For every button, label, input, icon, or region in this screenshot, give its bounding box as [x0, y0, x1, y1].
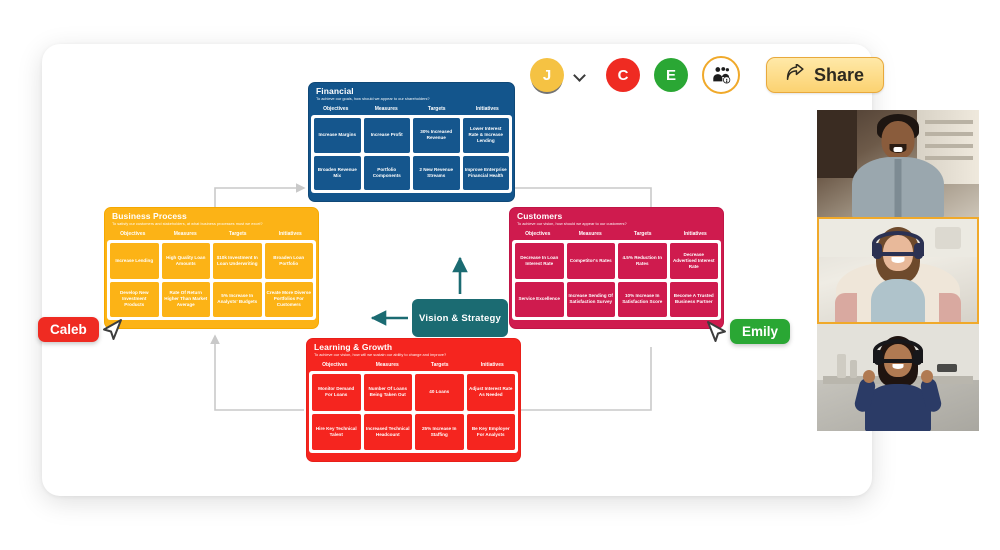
vision-strategy-node[interactable]: Vision & Strategy [412, 299, 508, 337]
cell[interactable]: Lower Interest Rate & Increase Lending [462, 118, 509, 153]
column-header-objectives: Objectives [107, 229, 159, 241]
collaboration-toolbar: J C E Share [530, 52, 885, 98]
panel-financial-header: Financial To achieve our goals, how shou… [309, 83, 514, 105]
cell[interactable]: Decrease Advertised Interest Rate [669, 243, 718, 279]
cell[interactable]: Increase Margins [314, 118, 361, 153]
cell[interactable]: Increase Profit [363, 118, 410, 153]
column-header-targets: Targets [617, 229, 669, 241]
panel-learning-growth-header: Learning & Growth To achieve our vision,… [307, 339, 520, 361]
avatar-c[interactable]: C [606, 58, 640, 92]
cursor-pointer-icon [706, 320, 728, 344]
avatar-j[interactable]: J [530, 58, 564, 92]
panel-business-process-header: Business Process To satisfy our customer… [105, 208, 318, 230]
cursor-caleb[interactable]: Caleb [38, 317, 123, 342]
cell[interactable]: Rate Of Return Higher Than Market Averag… [161, 281, 210, 318]
panel-customers-column-headers: Objectives Measures Targets Initiatives [510, 229, 723, 241]
column-header-measures: Measures [361, 104, 411, 116]
column-header-targets: Targets [212, 229, 264, 241]
panel-customers-subtitle: To achieve our vision, how should we app… [517, 221, 627, 227]
column-header-measures: Measures [361, 360, 413, 372]
cell[interactable]: Monitor Demand For Loans [312, 374, 361, 411]
column-header-initiatives: Initiatives [264, 229, 316, 241]
column-header-targets: Targets [414, 360, 466, 372]
cell[interactable]: Become A Trusted Business Partner [669, 281, 718, 318]
cell[interactable]: $10k Investment In Loan Underwriting [213, 243, 262, 279]
whiteboard-card: Financial To achieve our goals, how shou… [42, 44, 872, 496]
diagram-canvas[interactable]: Financial To achieve our goals, how shou… [42, 44, 872, 496]
cell[interactable]: Create More Diverse Portfolios For Custo… [264, 281, 313, 318]
panel-customers-grid: Decrease In Loan Interest Rate Competito… [512, 240, 721, 321]
panel-learning-growth-grid: Monitor Demand For Loans Number Of Loans… [309, 371, 518, 454]
cell[interactable]: Improve Enterprise Financial Health [462, 155, 509, 191]
cell[interactable]: 4.5% Reduction In Rates [618, 243, 667, 279]
column-header-measures: Measures [159, 229, 211, 241]
panel-business-process-column-headers: Objectives Measures Targets Initiatives [105, 229, 318, 241]
column-header-objectives: Objectives [311, 104, 361, 116]
cursor-pointer-icon [101, 318, 123, 342]
cell[interactable]: Hire Key Technical Talent [312, 413, 361, 451]
cell[interactable]: Be Key Employer For Analysts [466, 413, 515, 451]
column-header-measures: Measures [564, 229, 616, 241]
column-header-targets: Targets [412, 104, 462, 116]
cell[interactable]: Increase Sending Of Satisfaction Survey [566, 281, 615, 318]
cursor-emily-label: Emily [730, 319, 791, 344]
video-tile-1[interactable] [817, 110, 979, 217]
panel-customers-header: Customers To achieve our vision, how sho… [510, 208, 723, 230]
panel-learning-growth[interactable]: Learning & Growth To achieve our vision,… [306, 338, 521, 462]
cursor-caleb-label: Caleb [38, 317, 99, 342]
cell[interactable]: 40 Loans [415, 374, 464, 411]
panel-learning-growth-title: Learning & Growth [314, 342, 393, 352]
panel-financial-grid: Increase Margins Increase Profit 30% Inc… [311, 115, 512, 194]
cell[interactable]: 5% Increase In Analysts' Budgets [213, 281, 262, 318]
column-header-initiatives: Initiatives [462, 104, 512, 116]
chevron-down-icon[interactable] [572, 67, 588, 83]
share-button[interactable]: Share [766, 57, 885, 93]
column-header-initiatives: Initiatives [669, 229, 721, 241]
panel-financial-subtitle: To achieve our goals, how should we appe… [316, 96, 430, 102]
cell[interactable]: Number Of Loans Being Taken Out [363, 374, 412, 411]
panel-business-process[interactable]: Business Process To satisfy our customer… [104, 207, 319, 329]
column-header-objectives: Objectives [309, 360, 361, 372]
cell[interactable]: Competitor's Rates [566, 243, 615, 279]
cell[interactable]: Service Excellence [515, 281, 564, 318]
column-header-initiatives: Initiatives [466, 360, 518, 372]
video-call-panel [817, 110, 979, 431]
cell[interactable]: Increased Technical Headcount [363, 413, 412, 451]
share-button-label: Share [814, 64, 865, 85]
column-header-objectives: Objectives [512, 229, 564, 241]
panel-learning-growth-subtitle: To achieve our vision, how will we susta… [314, 352, 447, 358]
video-tile-2[interactable] [817, 217, 979, 324]
cursor-emily[interactable]: Emily [706, 319, 791, 344]
panel-learning-growth-column-headers: Objectives Measures Targets Initiatives [307, 360, 520, 372]
panel-business-process-subtitle: To satisfy our customers and stakeholder… [112, 221, 263, 227]
panel-business-process-title: Business Process [112, 211, 187, 221]
cell[interactable]: Portfolio Components [363, 155, 410, 191]
cell[interactable]: Increase Lending [110, 243, 159, 279]
people-group-info-icon[interactable] [702, 56, 740, 94]
cell[interactable]: High Quality Loan Amounts [161, 243, 210, 279]
panel-business-process-grid: Increase Lending High Quality Loan Amoun… [107, 240, 316, 321]
cell[interactable]: 10% Increase In Satisfaction Score [618, 281, 667, 318]
cell[interactable]: 2 New Revenue Streams [413, 155, 460, 191]
cell[interactable]: 30% Increased Revenue [413, 118, 460, 153]
cell[interactable]: 25% Increase In Staffing [415, 413, 464, 451]
cell[interactable]: Broaden Loan Portfolio [264, 243, 313, 279]
avatar-e[interactable]: E [654, 58, 688, 92]
share-arrow-icon [786, 63, 805, 86]
panel-financial[interactable]: Financial To achieve our goals, how shou… [308, 82, 515, 202]
cell[interactable]: Develop New Investment Products [110, 281, 159, 318]
cell[interactable]: Broaden Revenue Mix [314, 155, 361, 191]
panel-financial-column-headers: Objectives Measures Targets Initiatives [309, 104, 514, 116]
panel-customers-title: Customers [517, 211, 563, 221]
panel-customers[interactable]: Customers To achieve our vision, how sho… [509, 207, 724, 329]
cell[interactable]: Decrease In Loan Interest Rate [515, 243, 564, 279]
cell[interactable]: Adjust Interest Rate As Needed [466, 374, 515, 411]
video-tile-3[interactable] [817, 324, 979, 431]
panel-financial-title: Financial [316, 86, 354, 96]
